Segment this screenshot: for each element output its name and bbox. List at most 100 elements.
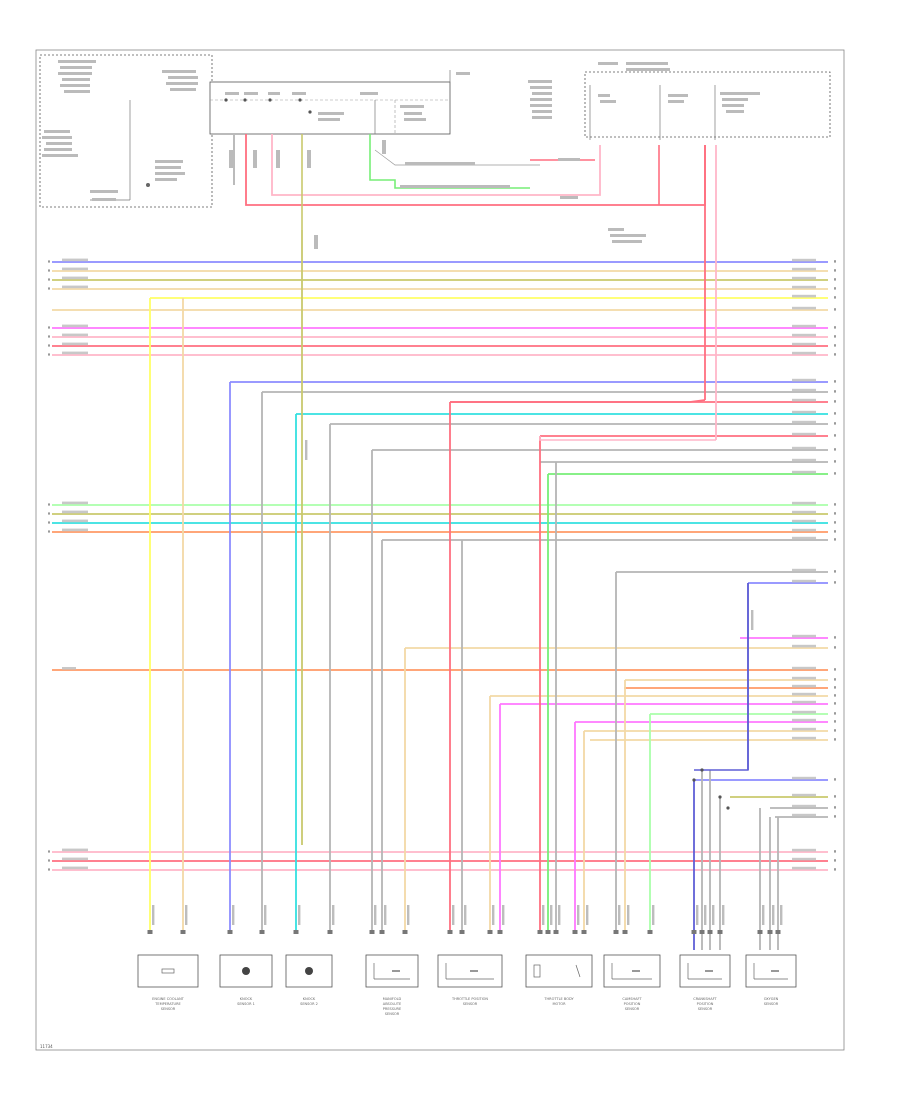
wire-code-label: [762, 905, 765, 925]
wire-terminal-mark: [834, 308, 836, 311]
wire-code-label: [332, 905, 335, 925]
wire-code-label: [305, 440, 308, 460]
wire-code-label: [792, 536, 816, 540]
wire-labels: [48, 258, 836, 934]
wire-code-label: [407, 905, 410, 925]
wire-terminal-mark: [834, 412, 836, 415]
wire-code-label: [792, 324, 816, 328]
wire-terminal-mark: [48, 278, 50, 281]
wire-code-label: [792, 519, 816, 523]
wire-terminal-mark: [834, 380, 836, 383]
wire-terminal-mark: [834, 434, 836, 437]
wire-code-label: [384, 905, 387, 925]
wire-terminal-mark: [834, 636, 836, 639]
wire-code-label: [792, 470, 816, 474]
connector-pin: [379, 930, 385, 934]
wire-code-label: [792, 736, 816, 740]
wire-code-label: [586, 905, 589, 925]
wire-code-label: [792, 848, 816, 852]
wire-terminal-mark: [48, 260, 50, 263]
wire-code-label: [792, 276, 816, 280]
wire-code-label: [62, 333, 88, 337]
wire-code-label: [502, 905, 505, 925]
wire-terminal-mark: [834, 806, 836, 809]
connector-pin: [402, 930, 408, 934]
wire-code-label: [627, 905, 630, 925]
wire-terminal-mark: [834, 400, 836, 403]
component-box: [137, 954, 199, 988]
wire-code-label: [62, 267, 88, 271]
wire-terminal-mark: [834, 422, 836, 425]
wire-code-label: [374, 905, 377, 925]
splice-dot: [700, 768, 704, 772]
wire-code-label: [792, 501, 816, 505]
wire-code-label: [772, 905, 775, 925]
relay-block-right: [528, 62, 831, 243]
wire-code-label: [792, 579, 816, 583]
connector-pin: [369, 930, 375, 934]
wire-terminal-mark: [834, 260, 836, 263]
connector-pin: [775, 930, 781, 934]
connector-pin: [647, 930, 653, 934]
wire-code-label: [792, 793, 816, 797]
wire-terminal-mark: [834, 296, 836, 299]
fuse-block-center: [209, 70, 470, 135]
position-sensor-icon: [687, 963, 722, 980]
wire-code-label: [792, 446, 816, 450]
wire-code-label: [792, 804, 816, 808]
wire-code-label: [298, 905, 301, 925]
wire-code-label: [780, 905, 783, 925]
wire-code-label: [152, 905, 155, 925]
wire-terminal-mark: [48, 850, 50, 853]
connector-pin: [757, 930, 763, 934]
wire-code-label: [62, 258, 88, 262]
wire-code-label: [792, 342, 816, 346]
wire-code-label: [792, 727, 816, 731]
wire-code-label: [792, 378, 816, 382]
connector-pin: [699, 930, 705, 934]
wire-code-label: [704, 905, 707, 925]
wire-terminal-mark: [48, 269, 50, 272]
wire-code-label: [792, 857, 816, 861]
wire-code-label: [792, 432, 816, 436]
oxygen-sensor-icon: [753, 963, 788, 980]
wire-terminal-mark: [48, 287, 50, 290]
connector-pin: [613, 930, 619, 934]
wire-terminal-mark: [834, 720, 836, 723]
connector-pin: [537, 930, 543, 934]
wire-code-label: [542, 905, 545, 925]
splice-dot: [718, 795, 722, 799]
wire-terminal-mark: [834, 712, 836, 715]
wire-terminal-mark: [834, 390, 836, 393]
wire-terminal-mark: [834, 512, 836, 515]
wire-code-label: [62, 528, 88, 532]
wire-terminal-mark: [48, 530, 50, 533]
connector-pin: [553, 930, 559, 934]
wire-code-label: [792, 510, 816, 514]
wire-code-label: [792, 267, 816, 271]
wire-terminal-mark: [48, 503, 50, 506]
wire-code-label: [722, 905, 725, 925]
top-feed-wires: [229, 134, 706, 249]
wire-code-label: [62, 276, 88, 280]
wire-terminal-mark: [834, 503, 836, 506]
wire-code-label: [792, 866, 816, 870]
splice-dot: [692, 778, 696, 782]
pressure-sensor-icon: [373, 963, 410, 980]
wire-terminal-mark: [834, 668, 836, 671]
wire-code-label: [62, 857, 88, 861]
crank-feed-wire: [694, 583, 749, 771]
wire-terminal-mark: [48, 521, 50, 524]
wire-code-label: [792, 813, 816, 817]
wire-terminal-mark: [834, 729, 836, 732]
connector-pin: [459, 930, 465, 934]
connector-pin: [259, 930, 265, 934]
wire-code-label: [62, 519, 88, 523]
